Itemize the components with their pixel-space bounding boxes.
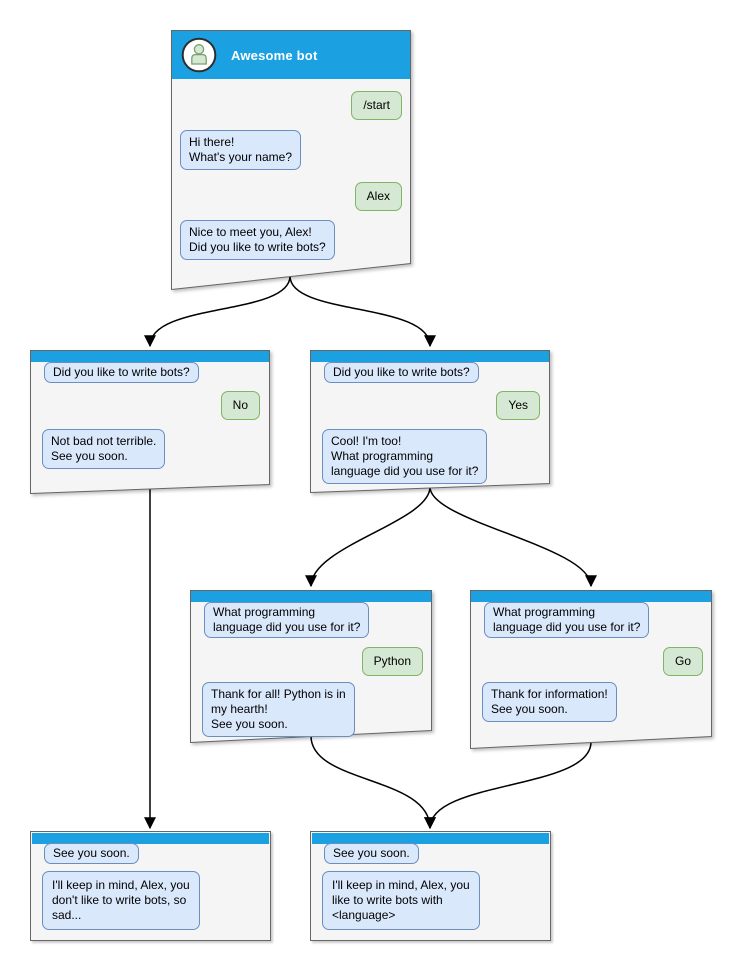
bot-question-bubble[interactable]: What programming language did you use fo… xyxy=(484,602,650,638)
chat-window-branch-no[interactable]: Did you like to write bots? No Not bad n… xyxy=(30,350,270,494)
window-titlebar xyxy=(311,351,549,362)
bot-name-title: Awesome bot xyxy=(231,47,318,63)
user-answer-yes[interactable]: Yes xyxy=(496,391,540,420)
bot-reply-bubble[interactable]: I'll keep in mind, Alex, you don't like … xyxy=(42,871,200,930)
edge-yes-to-go xyxy=(429,486,597,588)
user-answer-no[interactable]: No xyxy=(220,391,260,420)
window-titlebar xyxy=(191,591,431,602)
bot-reply-bubble[interactable]: Not bad not terrible. See you soon. xyxy=(42,429,166,469)
bot-message-see-you[interactable]: See you soon. xyxy=(324,843,419,864)
user-answer-python[interactable]: Python xyxy=(361,647,423,676)
bot-question-bubble[interactable]: What programming language did you use fo… xyxy=(204,602,370,638)
user-message-alex[interactable]: Alex xyxy=(354,182,402,211)
edge-go-to-end xyxy=(424,741,592,830)
window-titlebar xyxy=(32,833,269,844)
chat-window-main[interactable]: Awesome bot /start Hi there! What's your… xyxy=(171,30,411,290)
window-titlebar xyxy=(471,591,711,602)
bot-question-bubble[interactable]: Did you like to write bots? xyxy=(44,362,199,383)
bot-reply-bubble[interactable]: Thank for information! See you soon. xyxy=(482,682,617,722)
user-answer-go[interactable]: Go xyxy=(662,647,703,676)
chat-window-branch-go[interactable]: What programming language did you use fo… xyxy=(470,590,712,749)
bot-message-nice[interactable]: Nice to meet you, Alex! Did you like to … xyxy=(180,220,335,260)
bot-reply-bubble[interactable]: I'll keep in mind, Alex, you like to wri… xyxy=(322,871,480,930)
window-titlebar xyxy=(312,833,549,844)
user-message-start[interactable]: /start xyxy=(351,91,402,120)
bot-reply-bubble[interactable]: Cool! I'm too! What programming language… xyxy=(322,429,488,484)
window-titlebar xyxy=(31,351,269,362)
window-titlebar: Awesome bot xyxy=(172,31,410,79)
chat-window-end-no[interactable]: See you soon. I'll keep in mind, Alex, y… xyxy=(30,831,271,941)
bot-message-see-you[interactable]: See you soon. xyxy=(44,843,139,864)
edge-yes-to-python xyxy=(305,486,431,588)
chat-window-branch-yes[interactable]: Did you like to write bots? Yes Cool! I'… xyxy=(310,350,550,493)
bot-avatar-icon xyxy=(181,37,217,73)
bot-reply-bubble[interactable]: Thank for all! Python is in my hearth! S… xyxy=(202,682,355,737)
edge-python-to-end xyxy=(310,735,436,830)
bot-message-hi[interactable]: Hi there! What's your name? xyxy=(180,130,302,170)
bot-question-bubble[interactable]: Did you like to write bots? xyxy=(324,362,479,383)
chat-window-end-yes[interactable]: See you soon. I'll keep in mind, Alex, y… xyxy=(310,831,551,941)
chat-window-branch-python[interactable]: What programming language did you use fo… xyxy=(190,590,432,743)
